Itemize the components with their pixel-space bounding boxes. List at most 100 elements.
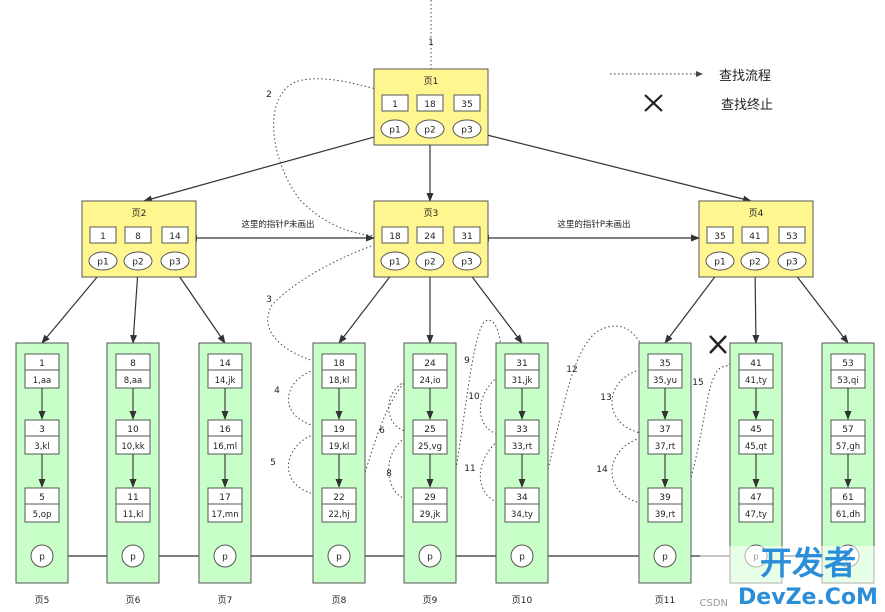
record-key: 47 [750, 493, 761, 503]
record-key: 19 [333, 425, 345, 435]
record-box [647, 487, 683, 523]
record-key: 3 [39, 425, 45, 435]
record-key: 35 [659, 359, 670, 369]
record-value: 22,hj [328, 510, 349, 520]
leaf-pointer-oval [418, 544, 442, 568]
key-value: 24 [424, 232, 436, 242]
search-step-label: 11 [464, 464, 475, 474]
record-key: 61 [842, 493, 853, 503]
pointer-label: p3 [461, 126, 472, 136]
search-step-10 [447, 319, 506, 509]
record-key: 1 [39, 359, 45, 369]
search-step-5 [287, 431, 325, 499]
pointer-oval [380, 119, 410, 139]
record-box [207, 419, 243, 455]
search-step-label: 9 [464, 356, 470, 366]
record-box [412, 353, 448, 389]
search-stop-cross-icon [709, 335, 727, 354]
record-value: 18,kl [329, 376, 350, 386]
record-key: 14 [219, 359, 231, 369]
leaf-pointer-label: p [519, 553, 525, 563]
record-key: 39 [659, 493, 671, 503]
record-box [504, 487, 540, 523]
record-value: 29,jk [420, 510, 441, 520]
record-value: 14,jk [215, 376, 236, 386]
pointer-oval [452, 119, 482, 139]
watermark: 开发者 DevZe.CoM CSDN [699, 544, 885, 612]
key-box [416, 94, 444, 112]
record-key: 45 [750, 425, 761, 435]
record-key: 31 [516, 359, 527, 369]
key-value: 8 [135, 232, 141, 242]
search-step-label: 3 [266, 295, 272, 305]
leaf-pointer-label: p [336, 553, 342, 563]
pointer-label: p2 [424, 126, 435, 136]
key-box [706, 226, 734, 244]
search-step-2 [273, 78, 425, 239]
record-key: 24 [424, 359, 436, 369]
record-value: 41,ty [745, 376, 767, 386]
pointer-label: p2 [132, 258, 143, 268]
search-step-label: 14 [596, 465, 608, 475]
pointer-oval [123, 251, 153, 271]
record-key: 34 [516, 493, 528, 503]
key-value: 1 [392, 100, 398, 110]
record-box [738, 353, 774, 389]
record-box [738, 419, 774, 455]
record-value: 45,qt [745, 442, 768, 452]
pointer-label: p2 [749, 258, 760, 268]
legend: 查找流程 查找终止 [610, 69, 773, 113]
record-key: 22 [333, 493, 344, 503]
record-box [647, 353, 683, 389]
internal-page-label: 页2 [132, 208, 147, 219]
search-step-3 [267, 239, 391, 366]
key-value: 35 [714, 232, 725, 242]
key-box [453, 226, 481, 244]
record-key: 8 [130, 359, 136, 369]
legend-search-flow: 查找流程 [719, 69, 771, 84]
record-key: 33 [516, 425, 527, 435]
record-value: 34,ty [511, 510, 533, 520]
note-left: 这里的指针P未画出 [241, 219, 314, 230]
edge-internal-3-p1 [664, 269, 721, 344]
pointer-oval [415, 251, 445, 271]
edge-root-p3 [478, 132, 752, 203]
leaf-page-label: 页9 [423, 595, 438, 606]
leaf-pointer-oval [510, 544, 534, 568]
key-box [741, 226, 769, 244]
key-value: 35 [461, 100, 472, 110]
search-path-curves [267, 0, 735, 509]
leaf-pointer-label: p [427, 553, 433, 563]
record-box [412, 419, 448, 455]
record-value: 3,kl [34, 442, 49, 452]
pointer-label: p1 [389, 258, 400, 268]
pointer-oval [740, 251, 770, 271]
pointer-label: p3 [461, 258, 472, 268]
edge-internal-1-p2 [130, 269, 139, 344]
record-key: 41 [750, 359, 761, 369]
leaf-page-label: 页11 [655, 595, 675, 606]
record-key: 5 [39, 493, 45, 503]
record-box [830, 353, 866, 389]
record-box [24, 419, 60, 455]
record-value: 11,kl [123, 510, 144, 520]
internal-pages: 页11p118p235p3页21p18p214p3页318p124p231p3页… [81, 68, 814, 278]
edge-internal-1-p3 [174, 269, 226, 344]
edge-root-p1 [143, 133, 386, 203]
edge-internal-3-p3 [791, 269, 849, 344]
search-step-6 [357, 375, 413, 496]
record-box [321, 353, 357, 389]
leaf-page-label: 页10 [512, 595, 533, 606]
key-box [89, 226, 117, 244]
internal-page-label: 页4 [749, 208, 764, 219]
record-key: 17 [219, 493, 230, 503]
record-value: 47,ty [745, 510, 767, 520]
